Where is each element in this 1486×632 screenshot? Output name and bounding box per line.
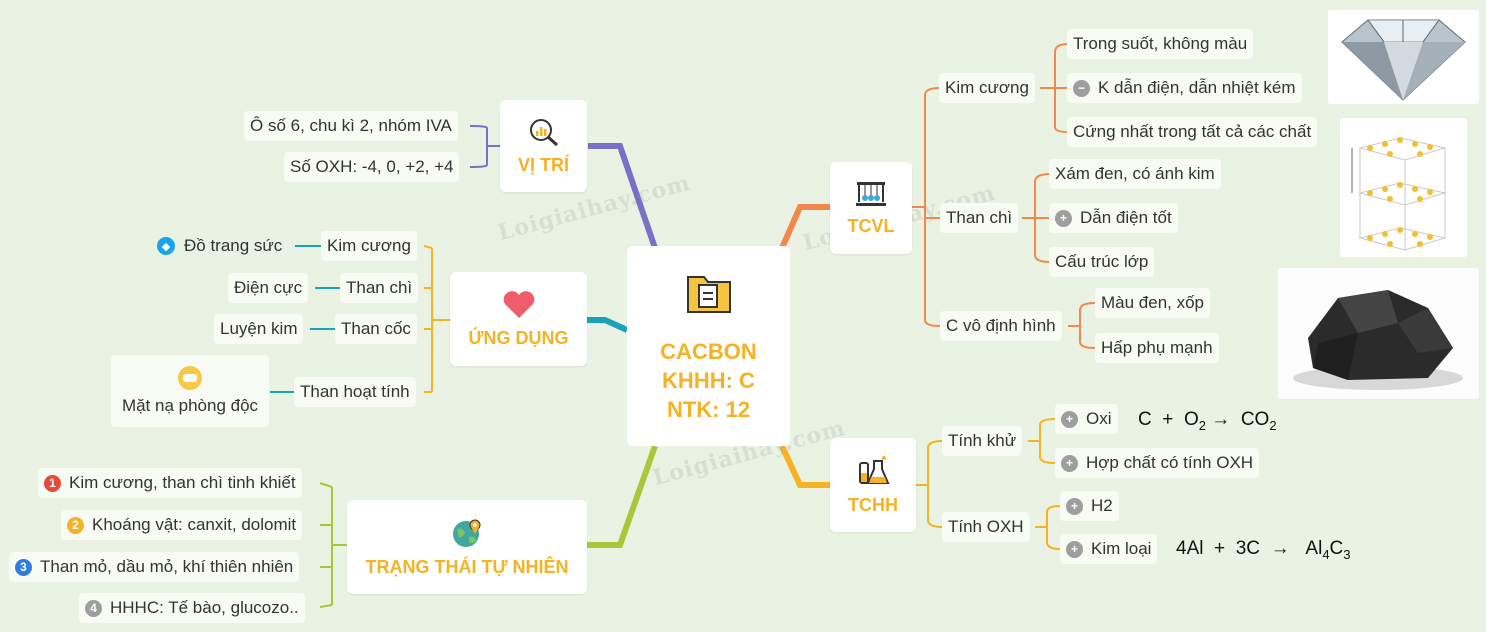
thanchi-item[interactable]: Xám đen, có ánh kim — [1049, 159, 1221, 189]
center-atomic-mass: NTK: 12 — [666, 396, 751, 422]
tcvl-kimcuong[interactable]: Kim cương — [939, 73, 1035, 103]
trangthai-item[interactable]: 1 Kim cương, than chì tinh khiết — [38, 468, 302, 498]
thanchi-item[interactable]: Cấu trúc lớp — [1049, 247, 1155, 277]
gem-icon: ◆ — [157, 237, 175, 255]
kimcuong-item[interactable]: Cứng nhất trong tất cả các chất — [1067, 117, 1318, 147]
center-title: CACBON — [660, 338, 757, 364]
ungdung-item[interactable]: Kim cương — [321, 231, 417, 261]
flask-icon — [859, 455, 890, 484]
trangthai-item[interactable]: 3 Than mỏ, dầu mỏ, khí thiên nhiên — [9, 552, 300, 582]
vitri-item[interactable]: Ô số 6, chu kì 2, nhóm IVA — [244, 111, 458, 141]
ungdung-use-mask[interactable]: Mặt nạ phòng độc — [111, 355, 269, 427]
tcvl-vodinhhinh[interactable]: C vô định hình — [940, 311, 1062, 341]
ungdung-item[interactable]: Than cốc — [335, 314, 417, 344]
folder-icon — [686, 275, 731, 313]
minus-circle-icon: − — [1073, 79, 1090, 97]
tcvl-node[interactable]: TCVL — [830, 162, 912, 254]
center-symbol: KHHH: C — [662, 367, 755, 393]
equation-al-c: 4Al + 3C → Al4C3 — [1176, 538, 1351, 562]
kimcuong-item[interactable]: − K dẫn điện, dẫn nhiệt kém — [1067, 73, 1302, 103]
ungdung-item[interactable]: Than chì — [340, 273, 419, 303]
trangthai-node[interactable]: TRẠNG THÁI TỰ NHIÊN — [347, 500, 587, 594]
tcvl-label: TCVL — [847, 215, 895, 236]
number-3-icon: 3 — [15, 558, 32, 576]
ungdung-node[interactable]: ỨNG DỤNG — [450, 272, 587, 366]
graphite-structure-image — [1340, 118, 1467, 257]
ungdung-label: ỨNG DỤNG — [468, 327, 569, 348]
plus-circle-icon: + — [1061, 454, 1078, 472]
plus-circle-icon: + — [1061, 410, 1078, 428]
vodinhhinh-item[interactable]: Màu đen, xốp — [1095, 288, 1211, 318]
globe-pin-icon — [453, 519, 481, 547]
plus-circle-icon: + — [1066, 497, 1083, 515]
search-chart-icon — [529, 118, 558, 146]
mask-icon — [178, 366, 202, 390]
vitri-item[interactable]: Số OXH: -4, 0, +2, +4 — [284, 152, 460, 182]
tinhkhu-item[interactable]: + Hợp chất có tính OXH — [1055, 448, 1260, 478]
vodinhhinh-item[interactable]: Hấp phụ mạnh — [1095, 333, 1219, 363]
tinhoxh-item[interactable]: + Kim loại — [1060, 534, 1158, 564]
ungdung-item[interactable]: Than hoạt tính — [294, 377, 416, 407]
plus-circle-icon: + — [1055, 209, 1072, 227]
number-2-icon: 2 — [67, 516, 84, 534]
center-node[interactable]: CACBON KHHH: C NTK: 12 — [627, 246, 790, 446]
vitri-label: VỊ TRÍ — [517, 154, 569, 175]
number-1-icon: 1 — [44, 474, 61, 492]
vitri-node[interactable]: VỊ TRÍ — [500, 100, 587, 192]
newton-cradle-icon — [856, 181, 886, 206]
tchh-tinhkhu[interactable]: Tính khử — [942, 426, 1023, 456]
coal-image — [1278, 268, 1479, 399]
tinhkhu-item[interactable]: + Oxi — [1055, 404, 1118, 434]
tchh-tinhoxh[interactable]: Tính OXH — [942, 512, 1030, 542]
trangthai-label: TRẠNG THÁI TỰ NHIÊN — [365, 556, 569, 577]
ungdung-use[interactable]: ◆ Đồ trang sức — [157, 233, 282, 259]
diamond-image — [1328, 10, 1479, 104]
tinhoxh-item[interactable]: + H2 — [1060, 491, 1119, 521]
plus-circle-icon: + — [1066, 540, 1083, 558]
kimcuong-item[interactable]: Trong suốt, không màu — [1067, 29, 1254, 59]
tcvl-thanchi[interactable]: Than chì — [940, 203, 1019, 233]
equation-c-o2: C + O2 → CO2 — [1138, 409, 1277, 433]
thanchi-item[interactable]: + Dẫn điện tốt — [1049, 203, 1178, 233]
trangthai-item[interactable]: 2 Khoáng vật: canxit, dolomit — [61, 510, 303, 540]
trangthai-item[interactable]: 4 HHHC: Tế bào, glucozo.. — [79, 593, 305, 623]
ungdung-use[interactable]: Luyện kim — [214, 314, 304, 344]
tchh-node[interactable]: TCHH — [830, 438, 916, 532]
ungdung-use[interactable]: Điện cực — [228, 273, 309, 303]
heart-icon — [503, 290, 534, 318]
number-4-icon: 4 — [85, 599, 102, 617]
tchh-label: TCHH — [848, 494, 898, 515]
